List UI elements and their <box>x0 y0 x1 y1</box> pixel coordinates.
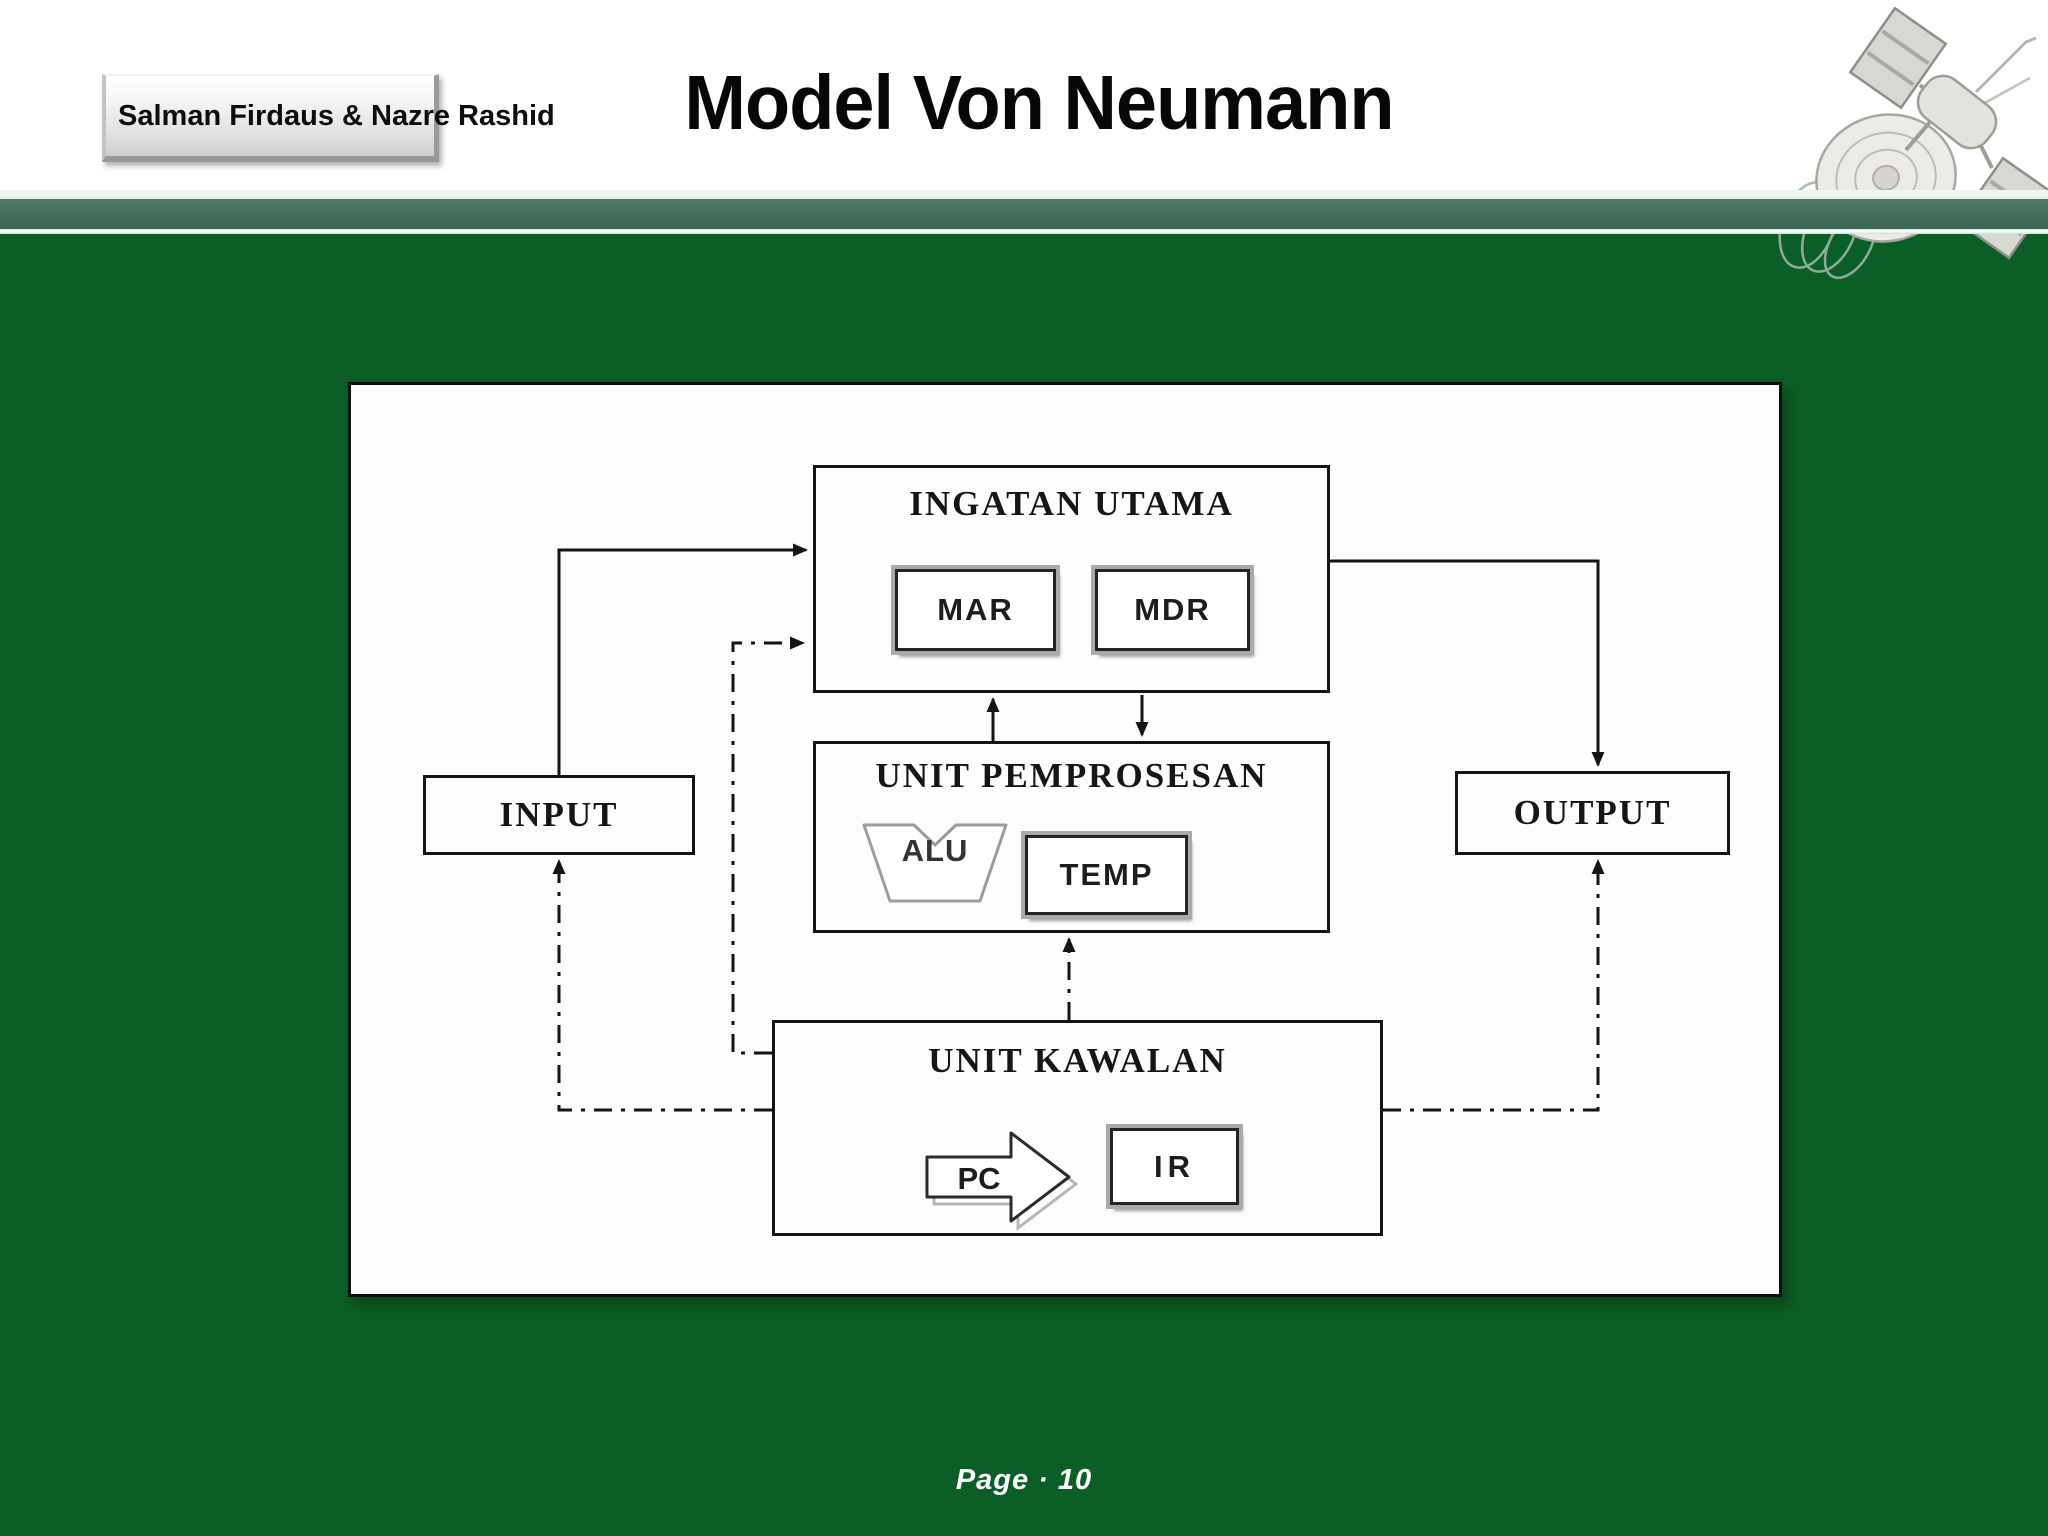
diagram-panel: INGATAN UTAMA MAR MDR UNIT PEMPROSESAN A… <box>348 382 1782 1297</box>
authors-badge: Salman Firdaus & Nazre Rashid <box>102 74 555 162</box>
connector-control-to-memory <box>731 636 805 1055</box>
box-unit-pemprosesan-label: UNIT PEMPROSESAN <box>875 756 1268 795</box>
box-ingatan-utama-label: INGATAN UTAMA <box>909 484 1234 523</box>
pc-label: PC <box>957 1161 1001 1196</box>
box-ir: IR <box>1110 1128 1239 1205</box>
accent-band <box>0 197 2048 231</box>
box-input: INPUT <box>423 775 695 855</box>
box-output: OUTPUT <box>1455 771 1730 855</box>
header-fade <box>0 190 2048 197</box>
page-number: Page · 10 <box>955 1464 1093 1496</box>
box-unit-kawalan: UNIT KAWALAN <box>772 1020 1383 1236</box>
box-unit-kawalan-label: UNIT KAWALAN <box>928 1041 1227 1080</box>
alu-label: ALU <box>901 833 969 868</box>
alu-shape: ALU <box>856 817 1014 909</box>
connector-control-to-output <box>1383 859 1605 1112</box>
satellite-icon <box>1778 6 2048 279</box>
box-mdr: MDR <box>1095 569 1250 651</box>
box-mar: MAR <box>895 569 1056 651</box>
slide-header: Salman Firdaus & Nazre Rashid Model Von … <box>0 0 2048 279</box>
connector-input-to-memory <box>557 543 808 775</box>
box-ingatan-utama: INGATAN UTAMA <box>813 465 1330 693</box>
connector-memory-to-output <box>1330 559 1605 767</box>
accent-band-highlight <box>0 229 2048 234</box>
page-title: Model Von Neumann <box>684 59 1394 146</box>
pc-arrow: PC <box>923 1127 1079 1232</box>
alu-outline <box>862 823 1008 903</box>
connector-control-to-input <box>552 859 772 1112</box>
pc-arrow-outline <box>925 1131 1079 1232</box>
diagram-connectors <box>552 543 1605 1112</box>
box-temp: TEMP <box>1025 835 1188 915</box>
